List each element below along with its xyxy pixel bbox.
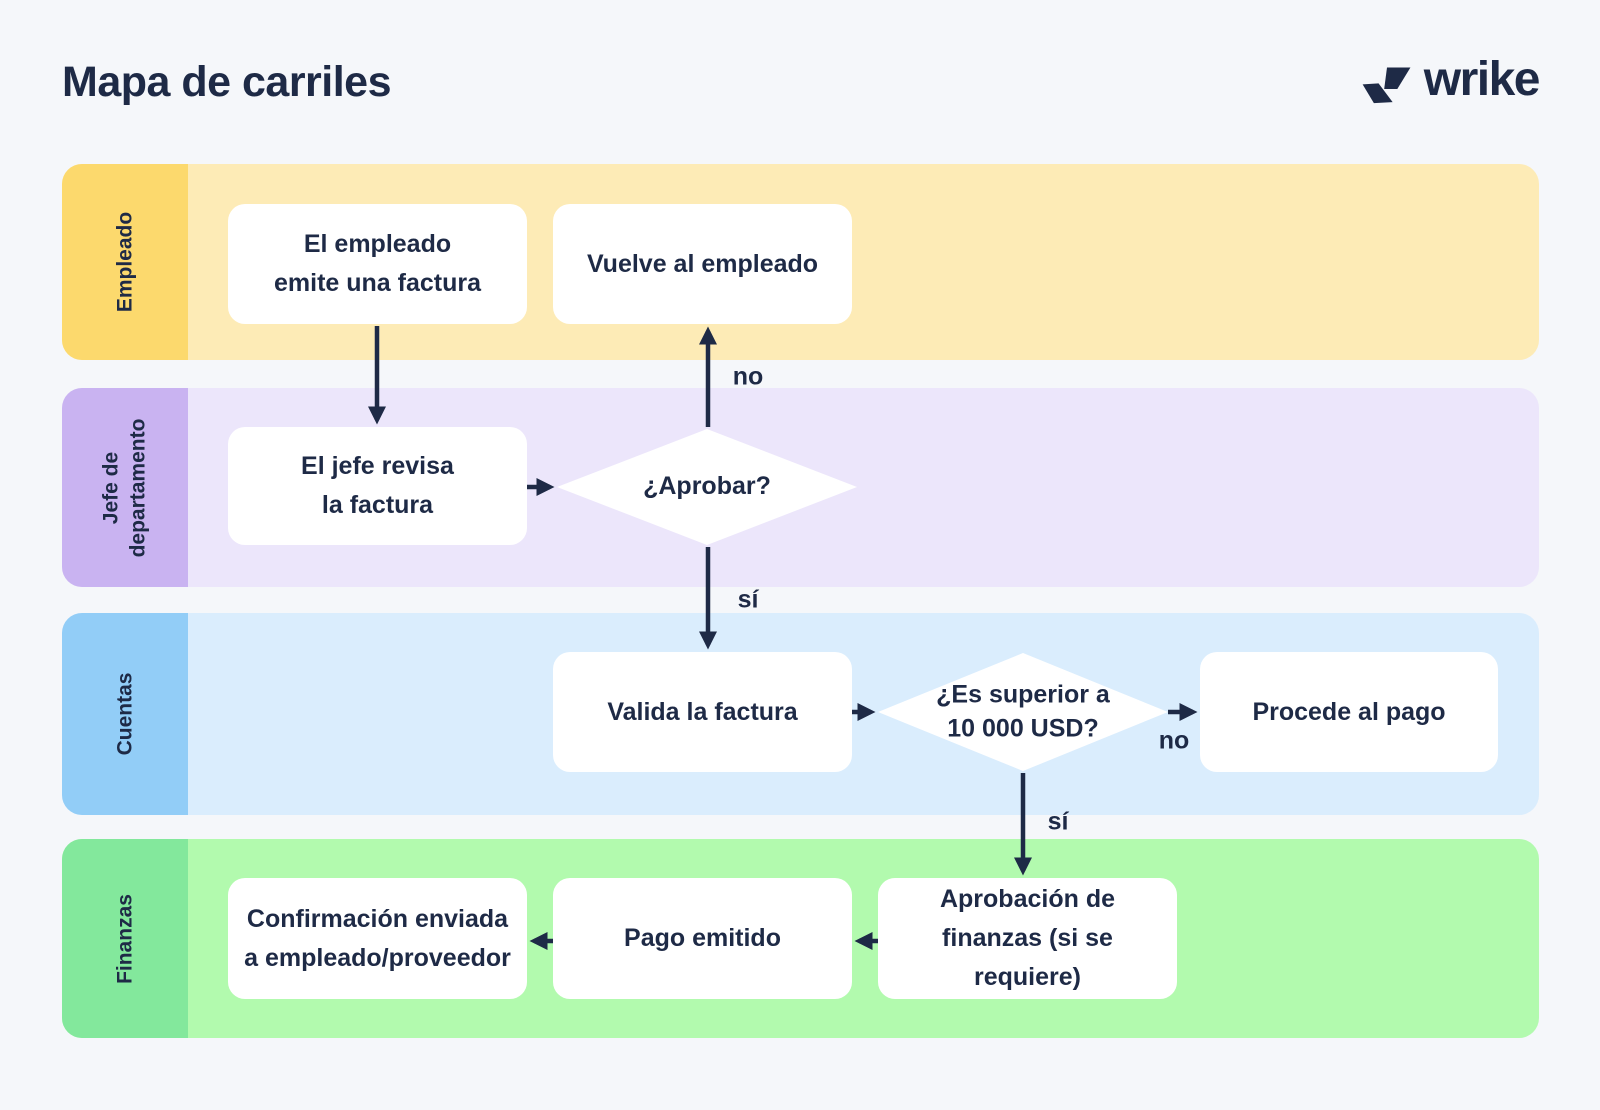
swimlane-empleado-label: Empleado: [113, 211, 137, 313]
edge-label-superior-no: no: [1158, 726, 1190, 755]
swimlane-jefe-label-column: Jefe de departamento: [62, 388, 188, 587]
swimlane-finanzas-label: Finanzas: [113, 893, 137, 984]
flow-node-pago-emitido: Pago emitido: [553, 878, 852, 999]
decision-aprobar-label: ¿Aprobar?: [643, 472, 771, 501]
wrike-icon-long-stroke: [1383, 67, 1411, 90]
wrike-logo: wrike: [1357, 53, 1541, 108]
flow-node-aprobacion-finanzas: Aprobación de finanzas (si se requiere): [878, 878, 1177, 999]
flow-node-jefe-revisa: El jefe revisa la factura: [228, 427, 527, 545]
wrike-icon-short-stroke: [1362, 83, 1393, 104]
swimlane-cuentas-label-column: Cuentas: [62, 613, 188, 815]
swimlane-finanzas-label-column: Finanzas: [62, 839, 188, 1038]
decision-superior-label: ¿Es superior a 10 000 USD?: [936, 680, 1110, 742]
wrike-logo-text: wrike: [1423, 53, 1541, 106]
flow-node-vuelve-empleado: Vuelve al empleado: [553, 204, 852, 324]
edge-label-aprobar-no: no: [732, 362, 764, 391]
flow-node-procede-pago: Procede al pago: [1200, 652, 1498, 772]
swimlane-jefe-label: Jefe de departamento: [99, 418, 150, 557]
swimlane-cuentas-label: Cuentas: [113, 672, 137, 756]
flow-node-valida-factura: Valida la factura: [553, 652, 852, 772]
wrike-check-icon: [1362, 67, 1411, 104]
swimlane-empleado-label-column: Empleado: [62, 164, 188, 360]
edge-label-aprobar-si: sí: [737, 585, 759, 614]
flow-node-emite-factura: El empleado emite una factura: [228, 204, 527, 324]
flow-node-confirmacion-enviada: Confirmación enviada a empleado/proveedo…: [228, 878, 527, 999]
edge-label-superior-si: sí: [1047, 807, 1069, 836]
page-title: Mapa de carriles: [62, 58, 392, 106]
